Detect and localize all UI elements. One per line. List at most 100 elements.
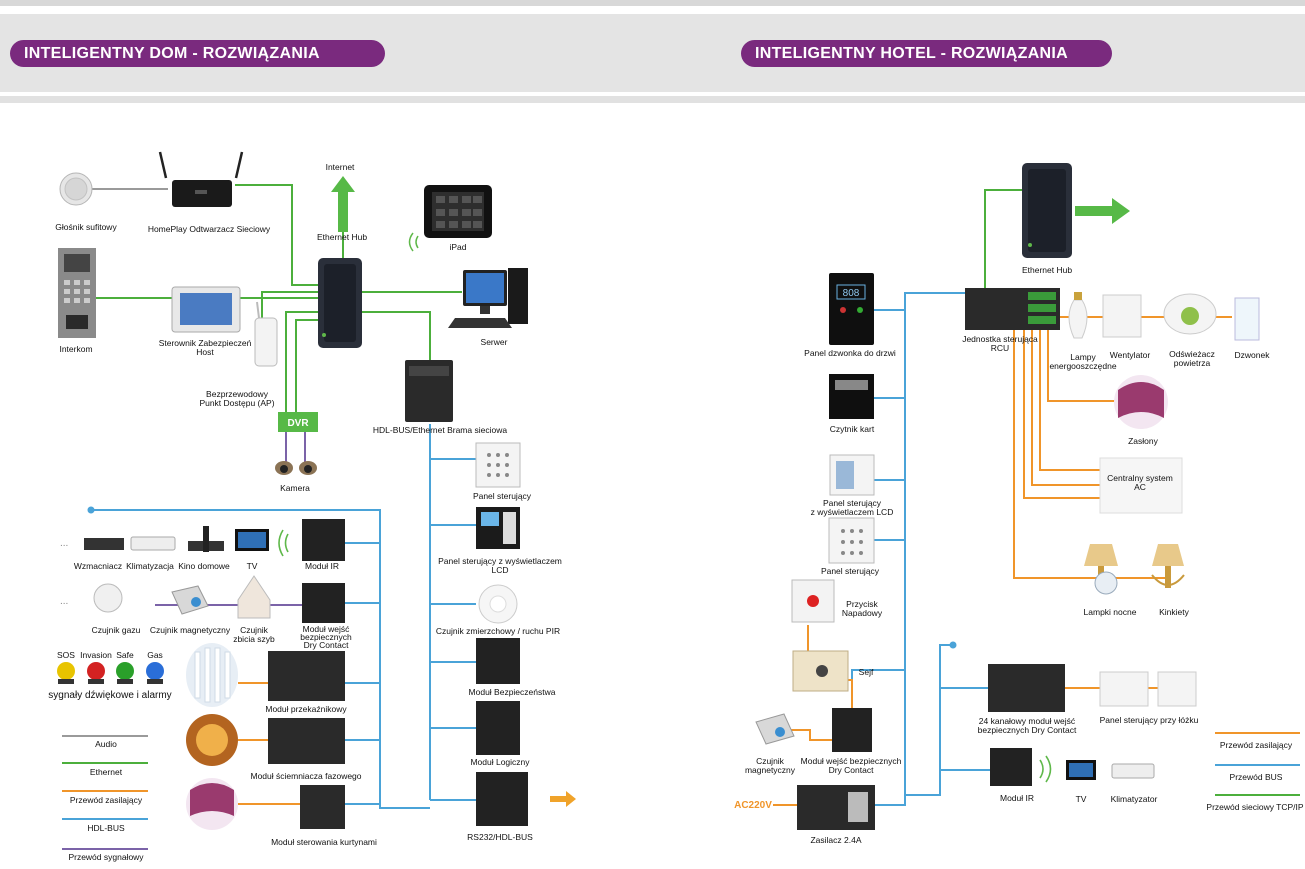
hotel-ethernet-hub-label: Ethernet Hub	[1022, 265, 1072, 275]
panic-button-label: Przycisk	[846, 599, 878, 609]
glass-break-sensor-icon	[237, 575, 271, 619]
home-solutions-title: INTELIGENTNY DOM - ROZWIĄZANIA	[10, 40, 385, 67]
dimmer-module-label: Moduł ściemniacza fazowego	[250, 771, 361, 781]
rcu-label: Jednostka sterująca	[962, 334, 1038, 344]
ceiling-speaker-icon	[59, 172, 93, 206]
camera-label: Kamera	[280, 483, 310, 493]
power-supply-label: Zasilacz 2.4A	[810, 835, 861, 845]
server-label: Serwer	[481, 337, 508, 347]
ac220-label: AC220V	[734, 800, 772, 811]
alarms-label: sygnały dźwiękowe i alarmy	[48, 690, 171, 701]
dvr-box: DVR	[278, 412, 318, 432]
alarm-lights	[57, 662, 164, 684]
wireless-ap-label: Bezprzewodowy	[206, 389, 269, 399]
hotel-labels: Panel dzwonka do drzwi Czytnik kart Pane…	[734, 265, 1304, 845]
rs232-label: RS232/HDL-BUS	[467, 832, 533, 842]
safe-label: Safe	[116, 650, 134, 660]
lamps-label: Lampy	[1070, 352, 1096, 362]
security-host-icon	[171, 286, 241, 333]
gateway-label: HDL-BUS/Ethernet Brama sieciowa	[373, 425, 507, 435]
magnetic-sensor-label: Czujnik magnetyczny	[150, 625, 231, 635]
server-icon	[448, 268, 528, 328]
ipad-label: iPad	[449, 242, 466, 252]
legend-audio-label: Audio	[95, 739, 117, 749]
rs232-module-icon	[476, 772, 528, 826]
curtain-module-label: Moduł sterowania kurtynami	[271, 837, 377, 847]
doorbell-icon	[1234, 297, 1260, 341]
glass-sensor-label-2: zbicia szyb	[233, 634, 275, 644]
safe-label: Sejf	[859, 667, 874, 677]
rcu-label-2: RCU	[991, 343, 1009, 353]
hotel-lcd-panel-label: Panel sterujący	[823, 498, 882, 508]
intercom-label: Interkom	[59, 344, 92, 354]
magnetic-sensor-icon	[171, 585, 209, 615]
hotel-air-conditioner-icon	[1111, 763, 1155, 779]
ethernet-hub-label: Ethernet Hub	[317, 232, 367, 242]
hotel-control-panel-icon	[828, 517, 875, 564]
hotel-lcd-panel-icon	[829, 454, 875, 496]
air-con-label: Klimatyzacja	[126, 561, 174, 571]
home-bus-terminal	[87, 506, 95, 514]
fan-icon	[1102, 294, 1142, 338]
home-labels: Głośnik sufitowy HomePlay Odtwarzacz Sie…	[48, 162, 562, 862]
dry-contact-label: Moduł wejść	[303, 624, 351, 634]
doorbell-panel-icon: 808	[829, 273, 874, 345]
dvr-label: DVR	[287, 418, 309, 429]
hotel-ir-module-icon	[990, 748, 1032, 786]
hotel-dry-contact-module-icon	[832, 708, 872, 752]
doorbell-display-label: 808	[843, 288, 860, 299]
curtain-module-icon	[300, 785, 345, 829]
ethernet-hub-icon	[318, 258, 362, 348]
logic-module-label: Moduł Logiczny	[470, 757, 530, 767]
hotel-tv-label: TV	[1076, 794, 1087, 804]
legend-power-label: Przewód zasilający	[70, 795, 143, 805]
home-cinema-icon	[188, 526, 224, 552]
gas-sensor-label: Czujnik gazu	[92, 625, 141, 635]
legend-ethernet-label: Ethernet	[90, 767, 123, 777]
relay-module-label: Moduł przekaźnikowy	[265, 704, 347, 714]
control-panel-icon	[475, 442, 521, 488]
control-panel-label: Panel sterujący	[473, 491, 532, 501]
hotel-magnetic-label: Czujnik	[756, 756, 785, 766]
dry-contact-label-2: bezpiecznych	[300, 632, 352, 642]
bell-label: Dzwonek	[1235, 350, 1271, 360]
central-ac-label: Centralny system	[1107, 473, 1173, 483]
legend-signal-label: Przewód sygnałowy	[68, 852, 144, 862]
ir-module-icon	[302, 519, 345, 561]
hotel-magnetic-sensor-icon	[755, 713, 795, 745]
more-dots: ...	[60, 538, 68, 549]
dry24-label: 24 kanałowy moduł wejść	[979, 716, 1076, 726]
gateway-module-icon	[405, 360, 453, 422]
night-lamps-label: Lampki nocne	[1084, 607, 1137, 617]
chandelier-icon	[186, 714, 238, 766]
security-module-label: Moduł Bezpieczeństwa	[469, 687, 556, 697]
camera-icon	[275, 461, 317, 475]
logic-module-icon	[476, 701, 520, 755]
panic-button-icon	[791, 579, 835, 623]
top-stripe	[0, 0, 1305, 6]
hotel-legend-power-label: Przewód zasilający	[1220, 740, 1293, 750]
air-conditioner-icon	[130, 536, 176, 551]
rcu-icon	[965, 288, 1060, 330]
hotel-solutions-title: INTELIGENTNY HOTEL - ROZWIĄZANIA	[741, 40, 1112, 67]
fluorescent-lights-icon	[186, 643, 238, 707]
lcd-panel-icon	[476, 507, 520, 549]
dry24-module-icon	[988, 664, 1065, 712]
internet-arrow-icon	[331, 176, 355, 232]
power-supply-icon	[797, 785, 875, 830]
hotel-curtain-icon	[1114, 375, 1168, 429]
lcd-panel-label: Panel sterujący z wyświetlaczem	[438, 556, 562, 566]
wireless-ap-icon	[254, 301, 278, 367]
invasion-label: Invasion	[80, 650, 112, 660]
ceiling-speaker-label: Głośnik sufitowy	[55, 222, 117, 232]
hotel-magnetic-label-2: magnetyczny	[745, 765, 796, 775]
home-cinema-label: Kino domowe	[178, 561, 230, 571]
sconce-icon	[1151, 544, 1185, 588]
curtains-label: Zasłony	[1128, 436, 1159, 446]
central-ac-box	[1099, 457, 1183, 514]
bedside-panel-icon	[1099, 671, 1197, 707]
hotel-legend-bus-label: Przewód BUS	[1230, 772, 1283, 782]
gas-sensor-icon	[93, 583, 123, 613]
hotel-lcd-panel-label-2: z wyświetlaczem LCD	[811, 507, 894, 517]
